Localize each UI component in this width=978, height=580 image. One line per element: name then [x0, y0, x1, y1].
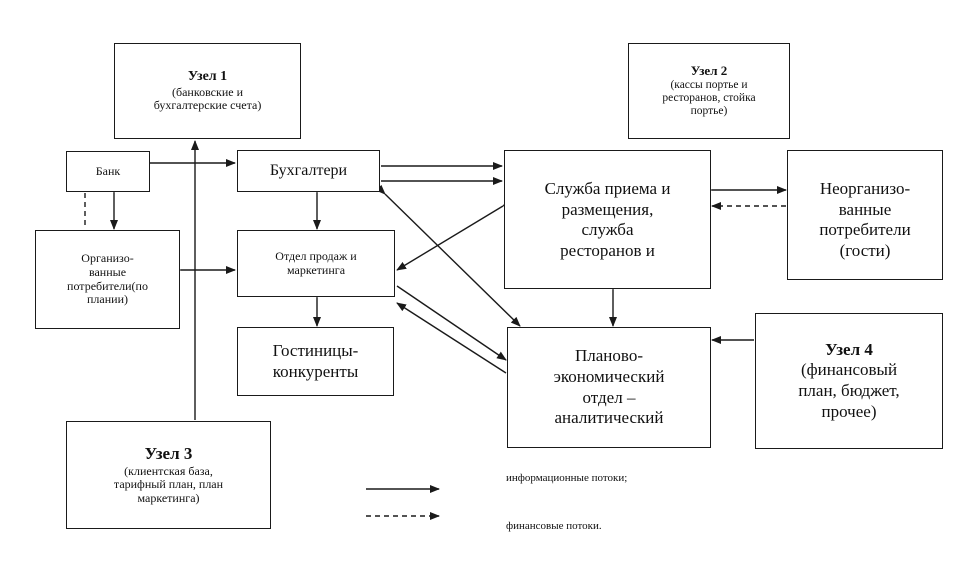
node-uzel3-line-1: (клиентская база, — [124, 463, 213, 478]
node-uzel3: Узел 3 (клиентская база, тарифный план, … — [66, 421, 271, 529]
node-hotels: Гостиницы- конкуренты — [237, 327, 394, 396]
node-buh-label: Бухгалтери — [269, 161, 348, 179]
node-uzel1: Узел 1 (банковские и бухгалтерские счета… — [114, 43, 301, 139]
node-plan-line-4: аналитический — [554, 408, 664, 428]
node-sales-line-2: маркетинга — [286, 262, 346, 277]
node-priem: Служба приема и размещения, служба ресто… — [504, 150, 711, 289]
node-uzel1-line-1: (банковские и — [172, 84, 243, 99]
node-neorg-line-2: ванные — [838, 199, 892, 219]
node-uzel2-line-2: ресторанов, стойка — [662, 92, 756, 105]
node-uzel4-line-2: план, бюджет, — [798, 380, 900, 400]
node-org: Организо- ванные потребители(по плании) — [35, 230, 180, 329]
node-bank-label: Банк — [95, 163, 121, 178]
node-neorg: Неорганизо- ванные потребители (гости) — [787, 150, 943, 280]
node-uzel4-title: Узел 4 — [825, 339, 873, 359]
node-uzel3-line-2: тарифный план, план — [113, 477, 224, 492]
node-priem-line-2: размещения, — [561, 199, 654, 219]
node-priem-line-4: ресторанов и — [560, 241, 655, 261]
node-org-line-4: плании) — [87, 292, 128, 307]
node-uzel4: Узел 4 (финансовый план, бюджет, прочее) — [755, 313, 943, 449]
node-uzel2-line-1: (кассы портье и — [670, 78, 748, 91]
node-uzel1-line-2: бухгалтерские счета) — [153, 98, 262, 113]
node-plan-line-1: Планово- — [575, 346, 643, 366]
node-plan: Планово- экономический отдел – аналитиче… — [507, 327, 711, 448]
arrow-priem-sales — [396, 197, 513, 271]
arrow-sales-plan-2 — [396, 302, 507, 374]
node-uzel2-title: Узел 2 — [690, 63, 728, 79]
node-bank: Банк — [66, 151, 150, 192]
node-hotels-line-2: конкуренты — [272, 361, 359, 381]
arrow-sales-plan-1 — [396, 285, 507, 361]
node-sales: Отдел продаж и маркетинга — [237, 230, 395, 297]
node-plan-line-2: экономический — [553, 366, 665, 386]
node-uzel4-line-1: (финансовый — [800, 360, 898, 380]
node-neorg-line-3: потребители — [819, 220, 911, 240]
node-uzel3-line-3: маркетинга) — [137, 491, 200, 506]
node-neorg-line-4: (гости) — [839, 241, 891, 261]
node-sales-line-1: Отдел продаж и — [275, 248, 357, 263]
arrow-buh-plan — [375, 184, 521, 327]
node-uzel2: Узел 2 (кассы портье и ресторанов, стойк… — [628, 43, 790, 139]
node-hotels-line-1: Гостиницы- — [272, 340, 359, 360]
node-org-line-3: потребители(по — [67, 278, 148, 293]
node-priem-line-1: Служба приема и — [544, 179, 671, 198]
node-org-line-2: ванные — [88, 264, 127, 279]
node-uzel4-line-3: прочее) — [821, 401, 877, 421]
node-priem-line-3: служба — [581, 220, 634, 240]
legend-info-label: информационные потоки; — [506, 472, 628, 484]
node-uzel2-line-3: портье) — [690, 105, 728, 118]
node-neorg-line-1: Неорганизо- — [819, 179, 911, 198]
node-plan-line-3: отдел – — [582, 387, 636, 407]
node-uzel3-title: Узел 3 — [144, 444, 193, 464]
node-uzel1-title: Узел 1 — [187, 68, 228, 84]
node-org-line-1: Организо- — [81, 250, 134, 265]
node-buh: Бухгалтери — [237, 150, 380, 192]
legend-finance-label: финансовые потоки. — [506, 520, 602, 532]
